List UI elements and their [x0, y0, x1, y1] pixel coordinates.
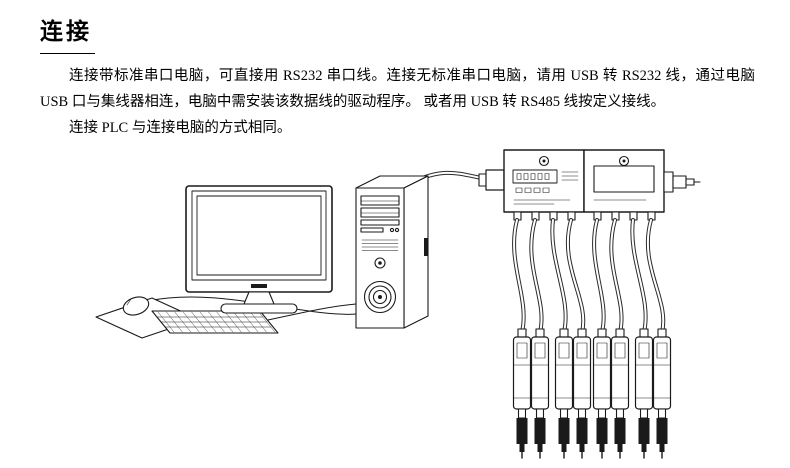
sensor-plug	[516, 418, 528, 444]
sensor-plug	[558, 418, 570, 444]
monitor-screen	[196, 195, 322, 276]
hub-label	[593, 165, 655, 193]
sensor-plug	[656, 418, 668, 444]
sensor-module	[634, 328, 654, 459]
sensor-plug	[638, 418, 650, 444]
mouse	[122, 296, 150, 316]
cd-drive	[360, 195, 400, 206]
cd-drive-2	[360, 207, 400, 218]
hub-screw	[538, 155, 550, 167]
sensor-module	[610, 328, 630, 459]
keyboard	[151, 310, 279, 334]
sensor-module	[572, 328, 592, 459]
sensor-module	[652, 328, 672, 459]
sensor-plug	[614, 418, 626, 444]
fan-grill	[363, 280, 397, 314]
monitor-logo	[251, 284, 267, 288]
sensor-plug	[576, 418, 588, 444]
monitor-stand	[243, 291, 275, 305]
page-title: 连接	[40, 12, 95, 54]
usb-plug	[485, 169, 505, 191]
hub-buttons	[515, 187, 550, 193]
sensor-module	[530, 328, 550, 459]
serial-hub-right	[583, 149, 665, 221]
paragraph-2: 连接 PLC 与连接电脑的方式相同。	[69, 120, 292, 136]
paragraph-1: 连接带标准串口电脑，可直接用 RS232 串口线。连接无标准串口电脑，请用 US…	[40, 68, 755, 110]
sensor-module	[512, 328, 532, 459]
power-button	[374, 257, 386, 269]
monitor	[185, 185, 333, 314]
floppy-drive	[360, 227, 384, 233]
rs485-connector	[663, 171, 701, 193]
hub-cables	[512, 218, 666, 334]
serial-hub-left	[478, 149, 585, 221]
sensor-module	[592, 328, 612, 459]
body-text: 连接带标准串口电脑，可直接用 RS232 串口线。连接无标准串口电脑，请用 US…	[40, 63, 755, 141]
monitor-base	[220, 303, 298, 314]
sensor-plug	[534, 418, 546, 444]
sensor-plug	[596, 418, 608, 444]
pc-tower	[355, 175, 429, 329]
hub-display	[512, 169, 558, 184]
sensor-modules	[512, 328, 672, 459]
sensor-module	[554, 328, 574, 459]
